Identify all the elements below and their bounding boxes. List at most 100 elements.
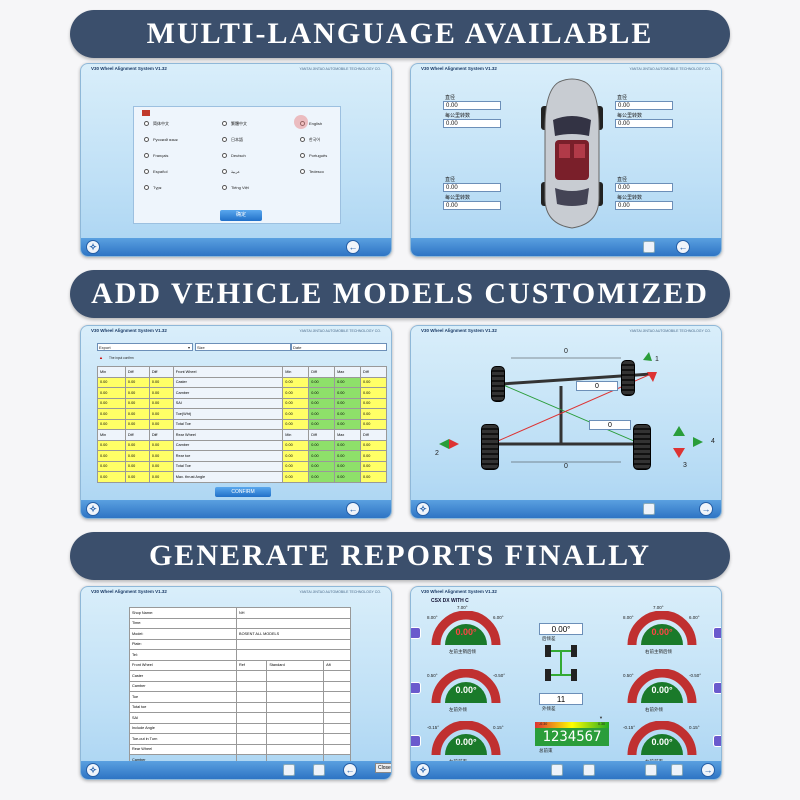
table-cell[interactable]: 0.00 [97, 376, 126, 388]
table-cell[interactable]: Rear Wheel [172, 429, 284, 441]
table-cell[interactable]: Diff [360, 429, 387, 441]
home-icon[interactable]: ✧ [416, 502, 430, 516]
table-cell[interactable]: 0.00 [124, 418, 150, 430]
table-cell[interactable]: Diff [148, 429, 174, 441]
table-cell[interactable]: 0.00 [282, 439, 310, 451]
table-cell[interactable]: 0.00 [308, 418, 336, 430]
table-cell[interactable]: Total Toe [172, 418, 284, 430]
table-cell[interactable]: 0.00 [360, 408, 387, 420]
language-radio[interactable] [300, 153, 305, 158]
forward-arrow-icon[interactable]: → [699, 502, 713, 516]
table-cell[interactable]: 0.00 [334, 418, 362, 430]
table-cell[interactable]: 0.00 [360, 439, 387, 451]
language-radio[interactable] [222, 185, 227, 190]
rev-field[interactable]: 0.00 [615, 119, 673, 128]
diameter-field[interactable]: 0.00 [615, 101, 673, 110]
language-radio[interactable] [222, 121, 227, 126]
table-cell[interactable]: 0.00 [124, 387, 150, 399]
home-icon[interactable]: ✧ [416, 763, 430, 777]
side-tool-icon[interactable] [713, 735, 721, 747]
forward-arrow-icon[interactable]: → [701, 763, 715, 777]
table-cell[interactable]: 0.00 [308, 408, 336, 420]
back-arrow-icon[interactable]: ← [346, 240, 360, 254]
table-cell[interactable]: Rear toe [172, 450, 284, 462]
table-cell[interactable]: 0.00 [308, 387, 336, 399]
table-cell[interactable]: 0.00 [124, 376, 150, 388]
table-cell[interactable]: 0.00 [148, 439, 174, 451]
table-cell[interactable]: 0.00 [282, 408, 310, 420]
camera-icon[interactable] [643, 241, 655, 253]
table-cell[interactable]: 0.00 [148, 418, 174, 430]
confirm-button[interactable]: 确定 [220, 210, 262, 221]
side-tool-icon[interactable] [411, 735, 421, 747]
table-cell[interactable]: 0.00 [360, 376, 387, 388]
table-cell[interactable]: 0.00 [308, 460, 336, 472]
language-radio[interactable] [222, 137, 227, 142]
table-cell[interactable]: 0.00 [282, 471, 310, 483]
table-cell[interactable]: Front Wheel [172, 366, 284, 378]
diameter-field[interactable]: 0.00 [443, 101, 501, 110]
table-cell[interactable]: 0.00 [334, 387, 362, 399]
table-cell[interactable]: 0.00 [308, 376, 336, 388]
language-radio[interactable] [144, 121, 149, 126]
side-tool-icon[interactable] [411, 627, 421, 639]
table-cell[interactable]: 0.00 [334, 439, 362, 451]
table-cell[interactable]: 0.00 [360, 397, 387, 409]
table-cell[interactable]: 0.00 [360, 460, 387, 472]
table-cell[interactable]: 0.00 [308, 397, 336, 409]
table-cell[interactable]: Max [334, 366, 362, 378]
table-cell[interactable]: 0.00 [148, 376, 174, 388]
table-cell[interactable]: 0.00 [148, 387, 174, 399]
table-cell[interactable]: 0.00 [97, 460, 126, 472]
export-select[interactable]: Export▾ [97, 343, 193, 351]
table-cell[interactable]: 0.00 [97, 471, 126, 483]
table-cell[interactable]: Diff [124, 366, 150, 378]
table-cell[interactable]: 0.00 [360, 471, 387, 483]
camera-icon[interactable] [645, 764, 657, 776]
table-cell[interactable]: 0.00 [124, 397, 150, 409]
language-radio[interactable] [144, 169, 149, 174]
date-field[interactable]: Date [291, 343, 387, 351]
table-cell[interactable]: 0.00 [148, 460, 174, 472]
rev-field[interactable]: 0.00 [615, 201, 673, 210]
language-radio[interactable] [144, 137, 149, 142]
table-cell[interactable]: 0.00 [308, 439, 336, 451]
confirm-button[interactable]: CONFIRM [215, 487, 271, 497]
rev-field[interactable]: 0.00 [443, 119, 501, 128]
language-radio[interactable] [300, 137, 305, 142]
table-cell[interactable]: 0.00 [360, 450, 387, 462]
side-tool-icon[interactable] [713, 627, 721, 639]
table-cell[interactable]: 0.00 [334, 460, 362, 472]
table-cell[interactable]: Max. thrust Angle [172, 471, 284, 483]
table-cell[interactable]: Toe(Wht) [172, 408, 284, 420]
table-cell[interactable]: 0.00 [97, 397, 126, 409]
table-cell[interactable]: 0.00 [124, 408, 150, 420]
table-cell[interactable]: 0.00 [282, 376, 310, 388]
table-cell[interactable]: 0.00 [308, 471, 336, 483]
table-cell[interactable]: 0.00 [124, 460, 150, 472]
table-cell[interactable]: Camber [172, 387, 284, 399]
back-arrow-icon[interactable]: ← [343, 763, 357, 777]
home-icon[interactable]: ✧ [86, 763, 100, 777]
table-cell[interactable]: 0.00 [360, 418, 387, 430]
camera-icon[interactable] [313, 764, 325, 776]
table-cell[interactable]: 0.00 [97, 387, 126, 399]
language-radio[interactable] [144, 153, 149, 158]
language-radio[interactable] [222, 153, 227, 158]
table-cell[interactable]: 0.00 [148, 408, 174, 420]
table-cell[interactable]: Diff [148, 366, 174, 378]
table-cell[interactable]: Diff [360, 366, 387, 378]
home-icon[interactable]: ✧ [86, 240, 100, 254]
table-cell[interactable]: Diff [308, 429, 336, 441]
diameter-field[interactable]: 0.00 [443, 183, 501, 192]
table-cell[interactable]: 0.00 [124, 450, 150, 462]
steering-icon[interactable] [551, 764, 563, 776]
table-cell[interactable]: Camber [172, 439, 284, 451]
camera-icon[interactable] [643, 503, 655, 515]
table-cell[interactable]: Diff [124, 429, 150, 441]
table-cell[interactable]: 0.00 [124, 471, 150, 483]
language-radio[interactable] [144, 185, 149, 190]
table-cell[interactable]: Min [97, 366, 126, 378]
table-cell[interactable]: 0.00 [334, 471, 362, 483]
table-cell[interactable]: 0.00 [282, 450, 310, 462]
